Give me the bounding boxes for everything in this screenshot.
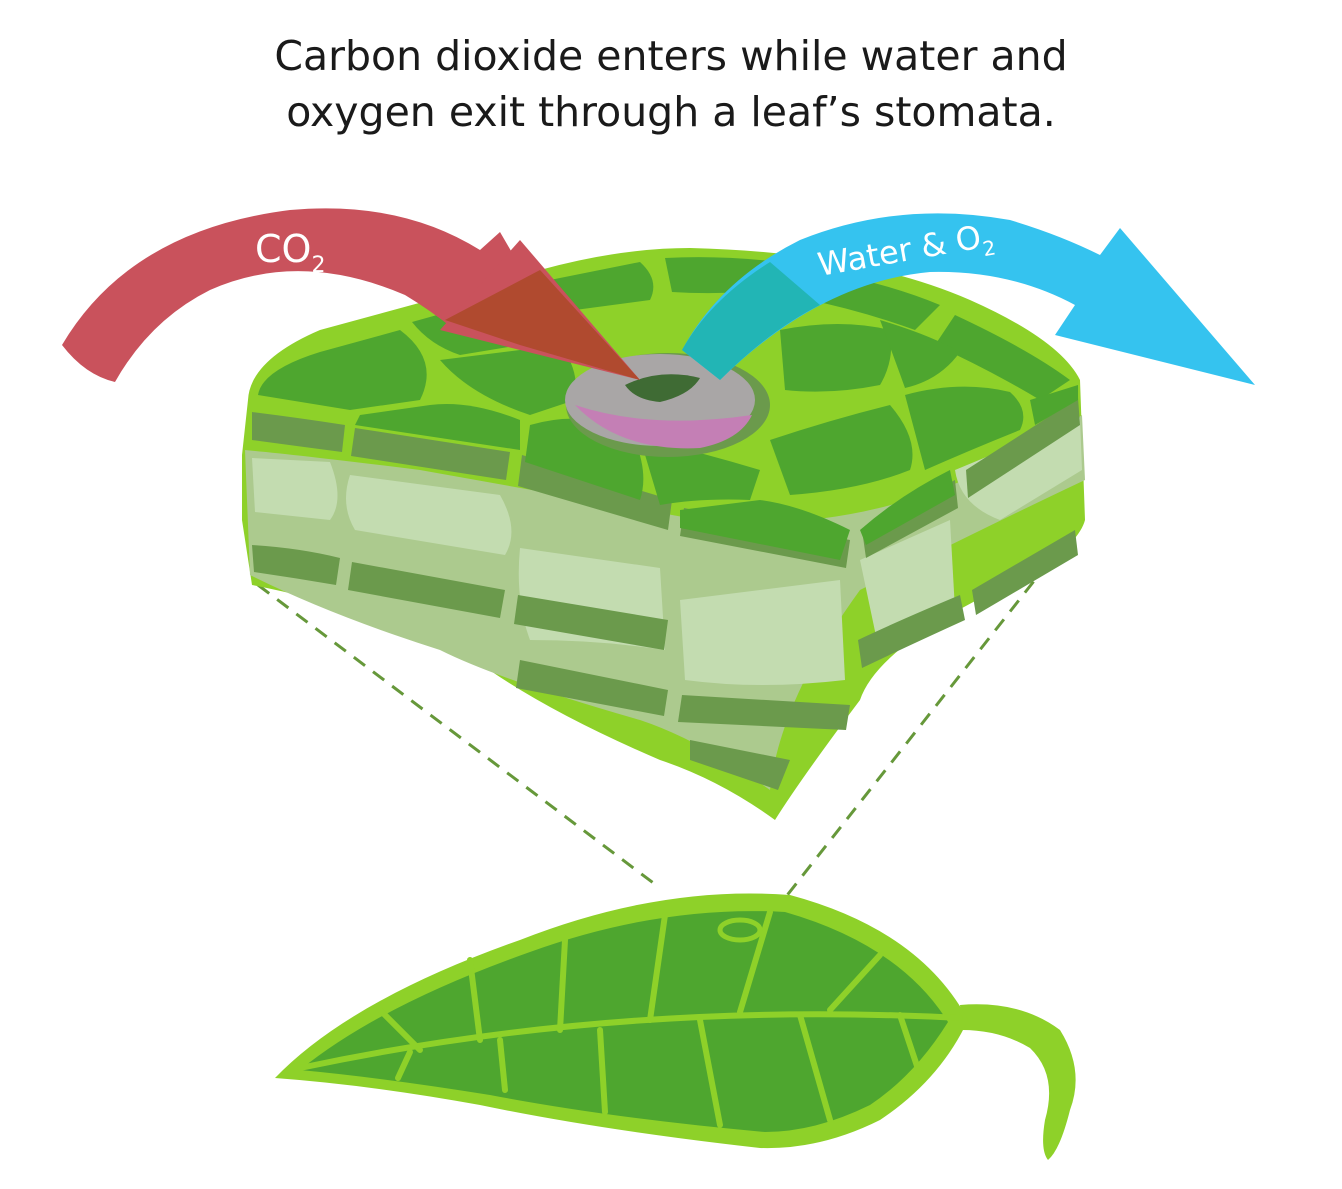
leaf-veins	[297, 909, 963, 1128]
leaf-icon	[275, 893, 1076, 1160]
co2-arrow: CO2	[62, 208, 640, 382]
title-line-1: Carbon dioxide enters while water and	[274, 32, 1068, 80]
leaf-stem	[960, 1004, 1076, 1160]
leaf-cross-section-icon	[242, 248, 1085, 820]
co2-label: CO2	[255, 227, 325, 278]
water-arrow-body	[682, 213, 1255, 385]
lower-epidermis	[252, 530, 1078, 790]
water-o2-arrow: Water & O2	[682, 213, 1255, 385]
leaf-stoma-marker	[717, 917, 763, 943]
zoom-lines	[257, 524, 1080, 899]
zoom-line-right	[783, 524, 1080, 899]
stoma-pore	[625, 374, 700, 402]
top-epidermis	[258, 257, 1078, 560]
diagram-title: Carbon dioxide enters while water and ox…	[0, 28, 1342, 140]
guard-cell-pink	[575, 405, 752, 449]
title-line-2: oxygen exit through a leaf’s stomata.	[286, 88, 1056, 136]
co2-arrow-body	[62, 208, 548, 382]
zoom-line-left	[257, 583, 661, 890]
co2-arrow-overlap	[445, 270, 640, 380]
water-arrow-overlap	[682, 262, 820, 380]
